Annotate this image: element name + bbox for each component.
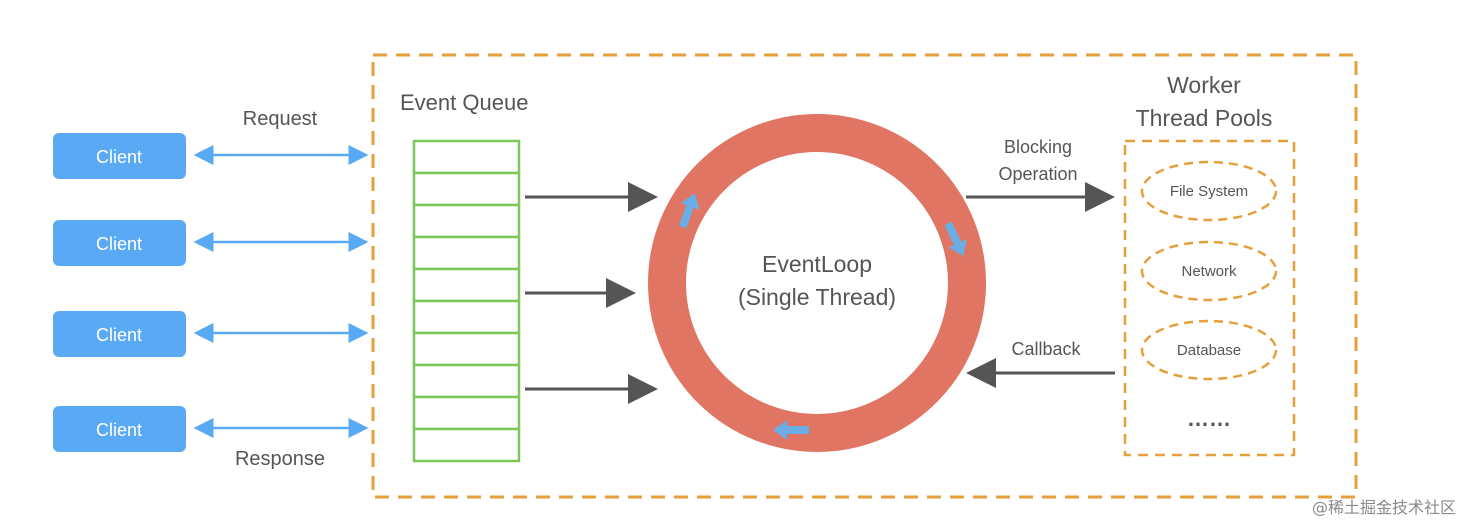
client-4[interactable]: Client <box>53 406 186 452</box>
eventloop-label: EventLoop <box>762 251 872 277</box>
queue-slot <box>412 203 521 239</box>
pool-network: Network <box>1140 240 1278 302</box>
circular-arrow-icon <box>773 420 809 440</box>
pool-database: Database <box>1140 319 1278 381</box>
queue-slot <box>412 139 521 175</box>
operation-label: Operation <box>998 164 1077 184</box>
queue-slot <box>412 395 521 431</box>
thread-pools-label: Thread Pools <box>1136 105 1273 131</box>
client-label: Client <box>96 325 142 345</box>
watermark: @稀土掘金技术社区 <box>1311 498 1456 517</box>
event-loop-ring <box>648 114 986 452</box>
callback-label: Callback <box>1011 339 1081 359</box>
queue-slot <box>412 331 521 367</box>
client-label: Client <box>96 147 142 167</box>
client-3[interactable]: Client <box>53 311 186 357</box>
event-queue <box>412 139 521 463</box>
queue-slot <box>412 267 521 303</box>
queue-slot <box>412 363 521 399</box>
client-1[interactable]: Client <box>53 133 186 179</box>
worker-pool-box <box>1123 139 1296 457</box>
pool-file-system: File System <box>1140 160 1278 222</box>
pool-label: Database <box>1177 342 1241 359</box>
blocking-label: Blocking <box>1004 137 1072 157</box>
event-queue-title: Event Queue <box>400 90 528 115</box>
queue-slot <box>412 299 521 335</box>
pool-label: Network <box>1181 263 1237 280</box>
queue-slot <box>412 235 521 271</box>
pool-label: File System <box>1170 183 1248 200</box>
worker-label: Worker <box>1167 72 1241 98</box>
more-pools-ellipsis: …… <box>1187 406 1231 431</box>
queue-slot <box>412 427 521 463</box>
client-label: Client <box>96 420 142 440</box>
queue-slot <box>412 171 521 207</box>
client-2[interactable]: Client <box>53 220 186 266</box>
request-label: Request <box>243 108 318 130</box>
circular-arrow-icon <box>678 193 700 229</box>
single-thread-label: (Single Thread) <box>738 284 896 310</box>
response-label: Response <box>235 448 325 470</box>
server-boundary <box>371 53 1358 499</box>
circular-arrow-icon <box>944 221 967 257</box>
client-label: Client <box>96 234 142 254</box>
